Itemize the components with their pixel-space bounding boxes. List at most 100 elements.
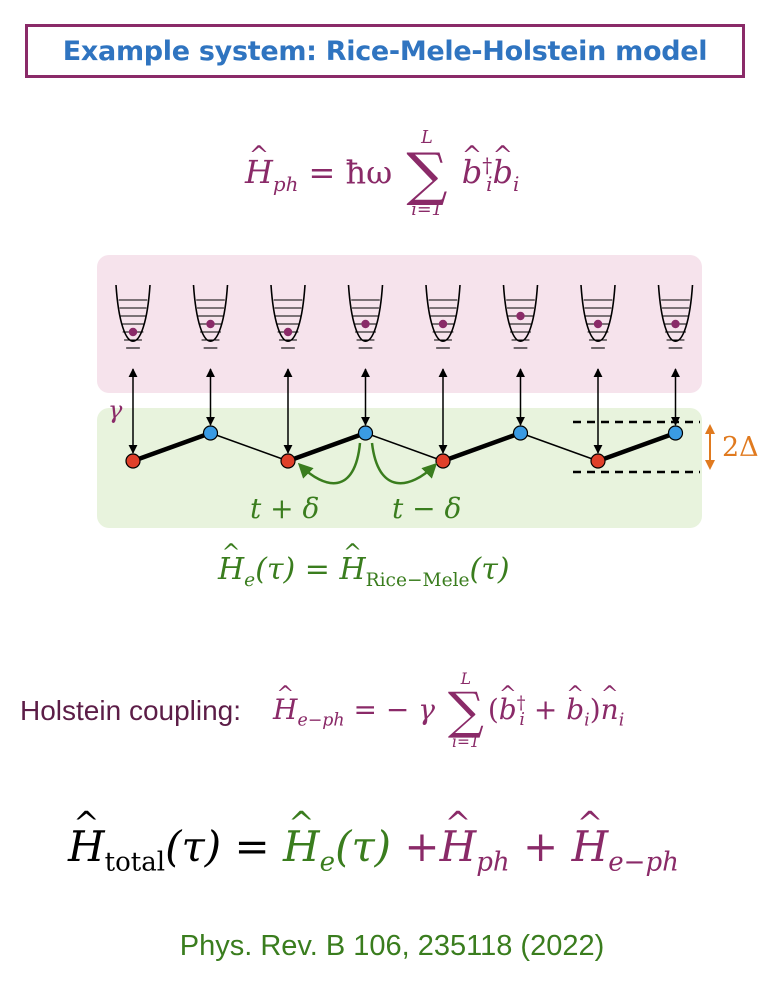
eq-phonon: Hph = ħω L ∑ i=1 b†ibi [245, 128, 520, 221]
eq-electron-rhs-sub: Rice−Mele [365, 570, 470, 591]
phonon-occupation-dot [206, 319, 215, 329]
eq-total: Htotal(τ) = He(τ) +Hph + He−ph [68, 806, 679, 878]
holstein-n: n [601, 682, 619, 726]
phonon-occupation-dot [283, 327, 293, 337]
eq-phonon-lhs: H [245, 141, 273, 191]
gap-label: 2Δ [722, 432, 759, 463]
eq-phonon-lhs-sub: ph [272, 172, 299, 196]
title-box: Example system: Rice-Mele-Holstein model [25, 24, 745, 78]
holstein-b2-sub: i [584, 710, 590, 731]
holstein-lhs-sub: e−ph [297, 710, 345, 731]
chain-sites [125, 425, 684, 469]
strong-bond [597, 430, 677, 464]
eq-electron-op: = [304, 552, 330, 587]
phonon-well [192, 284, 229, 349]
strong-bond [132, 430, 212, 464]
page-title: Example system: Rice-Mele-Holstein model [62, 35, 708, 67]
b-site [357, 425, 374, 441]
sum-top: L [421, 128, 433, 148]
phonon-occupation-dot [516, 311, 525, 321]
phonon-occupation-dot [671, 319, 680, 329]
eq-electron-rhs-arg: (τ) [469, 552, 510, 587]
phonon-occupation-dot [128, 327, 138, 337]
holstein-sum-bottom: i=1 [452, 733, 480, 752]
electron-region [97, 408, 702, 528]
total-t1-arg: (τ) [335, 822, 392, 871]
b-site [512, 425, 529, 441]
total-op: = [221, 822, 284, 871]
coupling-arrows [128, 368, 680, 454]
total-t3-sub: e−ph [608, 847, 679, 878]
eq-phonon-b: b [462, 141, 483, 191]
total-lhs: H [68, 806, 105, 871]
eq-electron-rhs: H [339, 540, 365, 587]
strong-bond [442, 430, 522, 464]
holstein-label: Holstein coupling: [20, 695, 242, 727]
phonon-well [425, 284, 461, 349]
total-t2-sub: ph [476, 847, 510, 878]
weak-bond [210, 432, 289, 462]
holstein-plus: + [524, 692, 567, 726]
phonon-well [502, 284, 539, 349]
hop-right-label: t − δ [392, 492, 461, 525]
phonon-well [580, 284, 616, 349]
b-site [667, 425, 684, 441]
total-plus1: + [391, 822, 440, 871]
total-plus2: + [509, 822, 572, 871]
weak-bond [520, 432, 599, 462]
strong-bond [287, 430, 367, 464]
eq-phonon-dagger: † [482, 153, 493, 177]
hop-left-label: t + δ [250, 492, 319, 525]
eq-phonon-b2: b [492, 141, 513, 191]
hop-arrow-left [297, 442, 362, 485]
hop-arrow-right [370, 442, 438, 485]
eq-phonon-i: i [486, 172, 493, 196]
b-site [202, 425, 219, 441]
phonon-well [657, 284, 694, 349]
holstein-b2: b [566, 682, 584, 726]
phonon-well [270, 284, 306, 349]
holstein-n-sub: i [618, 710, 625, 731]
eq-electron-arg: (τ) [255, 552, 296, 587]
eq-phonon-i2: i [512, 172, 520, 196]
phonon-wells [115, 284, 694, 349]
total-t1-sub: e [319, 847, 336, 878]
a-site [435, 453, 451, 469]
holstein-lhs: H [273, 682, 298, 726]
holstein-b1: b [499, 682, 517, 726]
eq-electron: He(τ) = HRice−Mele(τ) [218, 540, 510, 591]
holstein-close: ) [589, 692, 601, 726]
holstein-open: ( [487, 692, 499, 726]
phonon-well [115, 284, 151, 349]
sum-bottom: i=1 [411, 200, 443, 221]
phonon-region [97, 255, 702, 393]
gamma-label: γ [108, 396, 123, 424]
total-arg: (τ) [165, 822, 222, 871]
holstein-b1-sup: † [516, 693, 526, 714]
a-site [590, 453, 606, 469]
rmh-diagram: 2Δ γ t + δ t − δ [97, 255, 759, 528]
phonon-well [347, 284, 384, 349]
weak-bond [365, 432, 444, 462]
holstein-sum: L ∑ i=1 [447, 670, 484, 752]
phonon-occupation-dot [361, 319, 370, 329]
holstein-sum-top: L [460, 670, 471, 688]
holstein-row: Holstein coupling: He−ph = − γ L ∑ i=1 (… [20, 670, 625, 752]
a-site [125, 453, 141, 469]
eq-electron-lhs: H [218, 540, 244, 587]
eq-electron-lhs-sub: e [244, 570, 256, 591]
holstein-op: = − γ [353, 692, 435, 726]
eq-phonon-op: = ħω [308, 153, 393, 192]
phonon-occupation-dot [438, 319, 448, 329]
total-t3: H [572, 806, 609, 871]
holstein-b1-sub: i [519, 710, 525, 731]
a-site [280, 453, 296, 469]
sum-symbol: L ∑ i=1 [406, 128, 448, 221]
holstein-eq: He−ph = − γ L ∑ i=1 (b†i + bi)ni [273, 670, 625, 752]
total-t2: H [440, 806, 477, 871]
total-lhs-sub: total [104, 847, 166, 878]
chain-bonds [132, 430, 677, 464]
total-t1: H [283, 806, 320, 871]
phonon-occupation-dot [593, 319, 603, 329]
reference: Phys. Rev. B 106, 235118 (2022) [179, 930, 605, 962]
